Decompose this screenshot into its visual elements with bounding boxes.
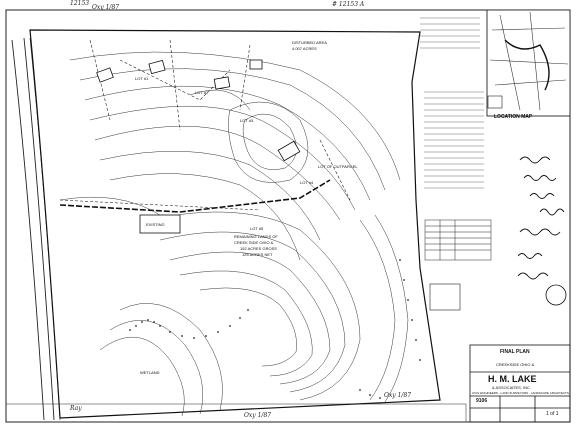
location-map-label: LOCATION MAP	[494, 114, 533, 120]
final-plan-label: FINAL PLAN	[500, 349, 530, 355]
sheet-number: 1 of 1	[546, 411, 559, 417]
firm-name: H. M. LAKE	[488, 374, 537, 384]
property-boundary	[29, 29, 441, 419]
location-map-inset	[486, 9, 571, 117]
lot-4-label: LOT #4	[300, 180, 314, 185]
seal-circle	[545, 284, 567, 306]
firm-subtitle: & ASSOCIATES, INC.	[492, 385, 532, 390]
remaining-lands-2: CREEK SIDE OHIO &	[234, 240, 274, 245]
contour-lines	[59, 51, 409, 417]
outparcel-label: LOT OF OUTPARCEL	[318, 164, 358, 169]
title-block-frame	[469, 344, 571, 423]
header-left-note: Oxy 1/87	[92, 4, 120, 11]
signature-scribbles	[517, 156, 565, 280]
wetland-label: WETLAND	[140, 370, 160, 375]
legend-lines	[420, 17, 480, 49]
firm-services: CIVIL ENGINEERS · LAND SURVEYORS · LANDS…	[472, 391, 569, 395]
drawing-number: 9106	[476, 398, 488, 404]
access-drive	[59, 179, 331, 213]
building-footprints	[96, 59, 301, 234]
header-right-number: # 12153 A	[332, 1, 365, 8]
tree-line	[129, 259, 421, 399]
data-table	[424, 219, 492, 261]
bottom-right-note: Oxy 1/87	[384, 392, 412, 399]
existing-building-label: EXISTING	[146, 222, 165, 227]
bottom-left-note: Ray	[70, 405, 82, 412]
remaining-lands-4: 125 ACRES NET	[242, 252, 273, 257]
project-name: CREEKSIDE OHIO &	[496, 362, 535, 367]
bottom-center-note: Oxy 1/87	[244, 412, 272, 419]
header-left-number: 12153	[70, 0, 90, 7]
notes-block	[424, 91, 484, 189]
lot-5-label: LOT #5	[250, 226, 264, 231]
remaining-lands-3: 152 ACRES GROSS	[240, 246, 277, 251]
lot-3-label: LOT #3	[240, 118, 254, 123]
sheet-border	[5, 9, 571, 423]
remaining-lands-1: REMAINING LANDS OF	[234, 234, 278, 239]
disturbed-acres-label: 4.007 ACRES	[292, 46, 317, 51]
stamp-box	[429, 283, 461, 311]
bottom-strip	[5, 403, 467, 423]
disturbed-area-label: DISTURBED AREA	[292, 40, 327, 45]
lot-1-label: LOT #1	[135, 76, 149, 81]
lot-2-label: LOT #2	[195, 90, 209, 95]
